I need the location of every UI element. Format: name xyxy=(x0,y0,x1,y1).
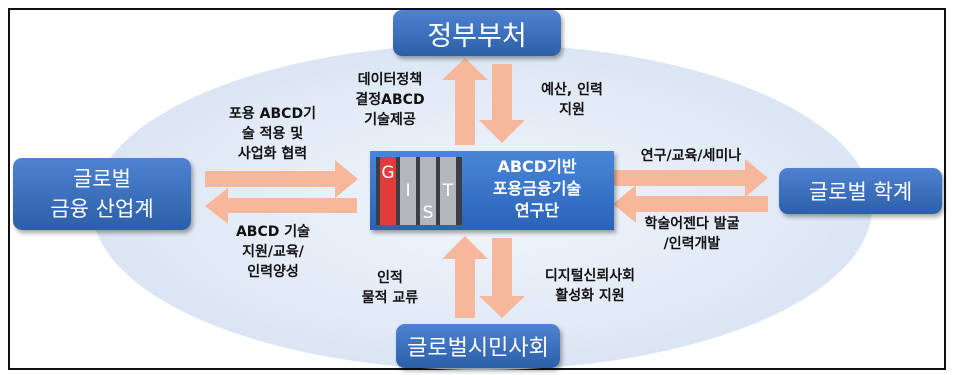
arrow-government-to-center xyxy=(479,64,525,143)
arrow-center-to-academia xyxy=(613,159,768,197)
arrow-civil-to-center xyxy=(479,238,525,318)
label-academia-to-center: 학술어젠다 발굴 /인력개발 xyxy=(644,216,740,252)
arrow-center-to-government xyxy=(442,58,488,145)
logo-bar-i: I xyxy=(400,157,416,225)
arrow-center-to-industry xyxy=(205,188,357,224)
logo-bar-s: S xyxy=(420,157,436,225)
label-gov-up: 데이터정책 결정ABCD 기술제공 xyxy=(355,72,425,128)
arrow-academia-to-center xyxy=(613,185,768,223)
logo-bar-g: G xyxy=(380,157,396,225)
research-center-box: G I S T ABCD기반 포용금융기술 연구단 xyxy=(370,151,614,230)
label-civil-down: 디지털신뢰사회 활성화 지원 xyxy=(544,268,636,304)
label-center-to-industry: ABCD 기술 지원/교육/ 인력양성 xyxy=(235,224,311,280)
government-node: 정부부처 xyxy=(393,10,561,56)
arrow-center-to-civil xyxy=(442,236,488,318)
civil-society-node: 글로벌시민사회 xyxy=(396,324,560,368)
label-civil-up: 인적 물적 교류 xyxy=(361,270,419,306)
logo-bar-t: T xyxy=(440,157,456,225)
industry-node: 글로벌 금융 산업계 xyxy=(13,158,191,230)
label-industry-to-center: 포용 ABCD기 술 적용 및 사업화 협력 xyxy=(229,106,316,162)
arrow-industry-to-center xyxy=(205,160,358,198)
label-gov-down: 예산, 인력 지원 xyxy=(541,82,603,118)
center-title: ABCD기반 포용금융기술 연구단 xyxy=(492,157,582,220)
academia-node: 글로벌 학계 xyxy=(779,168,942,214)
label-center-to-academia: 연구/교육/세미나 xyxy=(640,148,742,164)
gist-logo: G I S T xyxy=(376,157,462,225)
